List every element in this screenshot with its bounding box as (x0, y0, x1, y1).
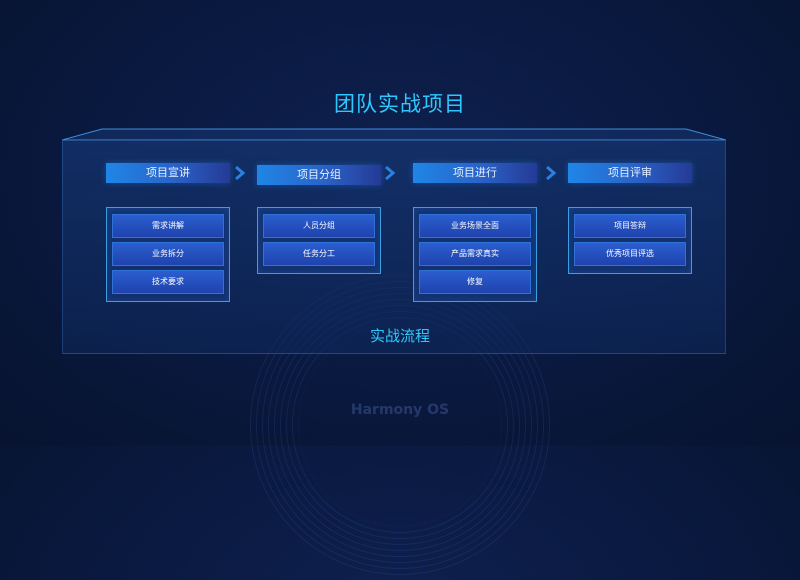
harmony-os-logo: Harmony OS (350, 402, 450, 418)
stage-item: 修复 (419, 270, 531, 294)
stage-item: 技术要求 (112, 270, 224, 294)
stage-item: 业务拆分 (112, 242, 224, 266)
stage-box-3: 业务场景全面 产品需求真实 修复 (413, 207, 537, 302)
stage-header-1: 项目宣讲 (106, 163, 230, 183)
chevron-right-icon (385, 165, 396, 181)
stage-item: 任务分工 (263, 242, 375, 266)
chevron-right-icon (546, 165, 557, 181)
stage-box-4: 项目答辩 优秀项目评选 (568, 207, 692, 274)
stage-column-3: 项目进行 业务场景全面 产品需求真实 修复 (413, 163, 537, 302)
stage-header-3: 项目进行 (413, 163, 537, 183)
chevron-right-icon (235, 165, 246, 181)
stage-item: 项目答辩 (574, 214, 686, 238)
stage-column-4: 项目评审 项目答辩 优秀项目评选 (568, 163, 692, 274)
stage-item: 人员分组 (263, 214, 375, 238)
page-title: 团队实战项目 (334, 92, 466, 116)
stage-item: 优秀项目评选 (574, 242, 686, 266)
flow-label: 实战流程 (369, 327, 430, 345)
stage-header-2: 项目分组 (257, 165, 381, 185)
stage-column-1: 项目宣讲 需求讲解 业务拆分 技术要求 (106, 163, 230, 302)
stage-box-2: 人员分组 任务分工 (257, 207, 381, 274)
stage-box-1: 需求讲解 业务拆分 技术要求 (106, 207, 230, 302)
stage-item: 业务场景全面 (419, 214, 531, 238)
stage-header-4: 项目评审 (568, 163, 692, 183)
stage-item: 需求讲解 (112, 214, 224, 238)
stage-item: 产品需求真实 (419, 242, 531, 266)
stage-column-2: 项目分组 人员分组 任务分工 (257, 163, 381, 274)
